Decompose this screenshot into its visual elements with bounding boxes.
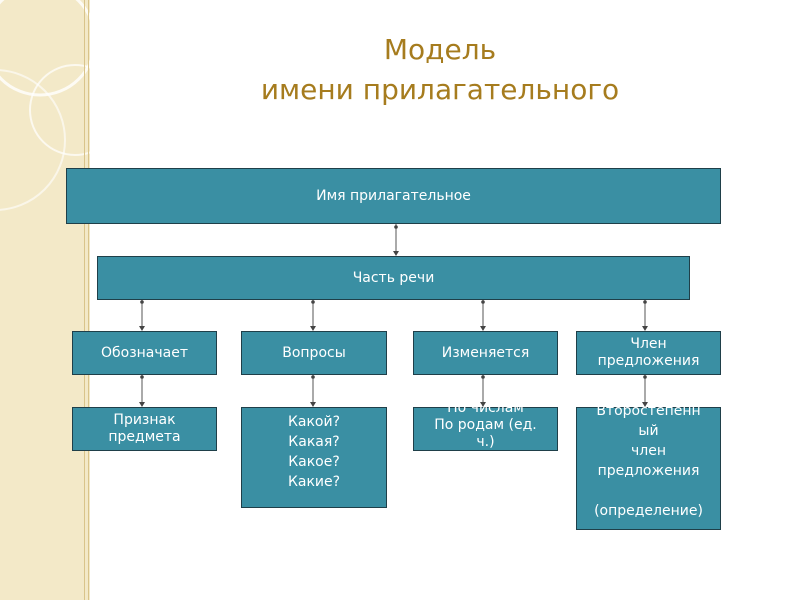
node-sentence-member: Член предложения [576, 331, 721, 375]
node-sentence-member-label: Член предложения [597, 336, 700, 369]
node-changes-value-label: По числам По родам (ед. ч.) [434, 399, 537, 450]
node-denotes-label: Обозначает [100, 344, 188, 361]
node-changes-value: По числам По родам (ед. ч.) [413, 400, 558, 451]
node-denotes-value: Признак предмета [72, 407, 217, 451]
node-denotes: Обозначает [72, 331, 217, 375]
title-line-1: Модель [383, 33, 497, 66]
node-root-label: Имя прилагательное [316, 187, 471, 204]
diagram-title: Модель имени прилагательного [200, 30, 680, 110]
title-line-2: имени прилагательного [260, 73, 620, 106]
node-changes: Изменяется [413, 331, 558, 375]
node-root: Имя прилагательное [66, 168, 721, 224]
node-changes-label: Изменяется [441, 344, 530, 361]
node-sentence-member-value: Второстепенн ый член предложения (опреде… [576, 403, 721, 530]
node-sentence-member-value-label: Второстепенн ый член предложения (опреде… [594, 403, 703, 519]
node-questions-label: Вопросы [282, 344, 346, 361]
node-part-of-speech-label: Часть речи [352, 269, 435, 286]
node-questions: Вопросы [241, 331, 387, 375]
node-questions-value-label: Какой? Какая? Какое? Какие? [287, 414, 341, 490]
decorative-sidebar [0, 0, 90, 600]
node-part-of-speech: Часть речи [97, 256, 690, 300]
node-denotes-value-label: Признак предмета [108, 412, 181, 445]
node-questions-value: Какой? Какая? Какое? Какие? [241, 407, 387, 508]
decorative-circles [0, 0, 90, 211]
